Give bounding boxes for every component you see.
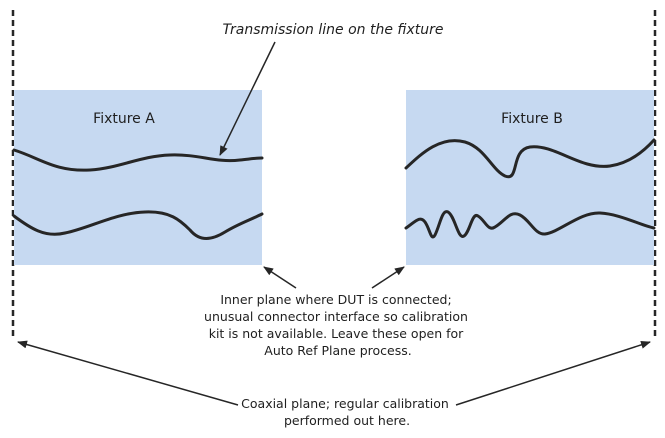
fixture-b-label: Fixture B: [501, 111, 563, 127]
transmission-line-callout: Transmission line on the fixture: [223, 22, 444, 38]
fixture-a-lower-trace: [12, 210, 264, 240]
fixture-a-upper-trace: [12, 148, 264, 172]
inner-plane-note-line-1: Inner plane where DUT is connected;: [220, 292, 451, 307]
transmission-line-arrow: [219, 41, 276, 156]
fixture-b-lower-trace: [404, 210, 656, 239]
inner-plane-note-line-3: kit is not available. Leave these open f…: [209, 326, 464, 341]
coaxial-plane-note-line-1: Coaxial plane; regular calibration: [241, 396, 449, 411]
inner-plane-note-line-2: unusual connector interface so calibrati…: [204, 309, 468, 324]
fixture-b-upper-trace: [404, 138, 656, 179]
inner-plane-note-line-4: Auto Ref Plane process.: [264, 343, 411, 358]
coaxial-plane-arrow-left: [17, 340, 239, 406]
inner-plane-note: Inner plane where DUT is connected; unus…: [204, 292, 472, 358]
coaxial-plane-note-line-2: performed out here.: [284, 413, 410, 428]
fixture-b-block: [406, 90, 654, 265]
coaxial-plane-arrow-right: [455, 340, 651, 406]
inner-plane-arrow-left: [263, 266, 297, 289]
coaxial-plane-note: Coaxial plane; regular calibration perfo…: [241, 396, 453, 428]
fixture-a-label: Fixture A: [93, 111, 155, 127]
inner-plane-arrow-right: [371, 266, 405, 289]
